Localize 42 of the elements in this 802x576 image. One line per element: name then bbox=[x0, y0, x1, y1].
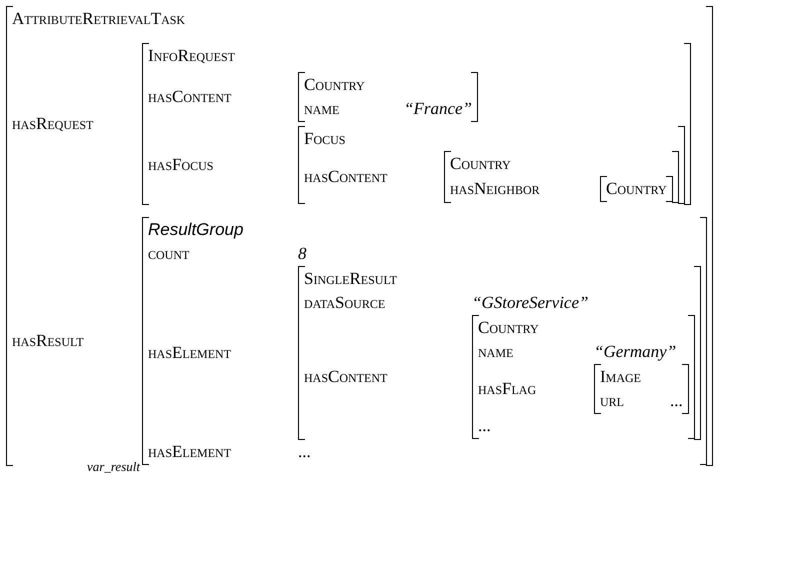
feature-name: count bbox=[148, 243, 190, 265]
feature-name: hasContent bbox=[148, 86, 232, 108]
feature-name: dataSource bbox=[304, 292, 386, 314]
feature-name: url bbox=[600, 390, 625, 412]
value-text: “Germany” bbox=[594, 341, 676, 363]
type-name: Focus bbox=[304, 128, 346, 150]
feature-name: name bbox=[478, 341, 514, 363]
type-name: SingleResult bbox=[304, 268, 398, 290]
feature-name: hasNeighbor bbox=[450, 178, 541, 200]
attribute-matrix bbox=[298, 126, 685, 204]
attribute-matrix bbox=[142, 43, 691, 205]
feature-name: hasElement bbox=[148, 441, 232, 463]
attribute-matrix bbox=[142, 217, 707, 465]
type-name: ResultGroup bbox=[148, 219, 244, 241]
type-name: Image bbox=[600, 366, 641, 388]
value-text: “France” bbox=[404, 98, 472, 120]
attribute-matrix bbox=[594, 364, 689, 414]
feature-name: hasResult bbox=[12, 330, 85, 352]
feature-name: name bbox=[304, 98, 340, 120]
attribute-matrix bbox=[298, 266, 701, 440]
variable-tag: var_result bbox=[87, 460, 140, 473]
type-name: Country bbox=[606, 178, 667, 200]
attribute-matrix bbox=[444, 151, 679, 203]
feature-name: hasElement bbox=[148, 342, 232, 364]
ellipsis: ... bbox=[298, 441, 311, 463]
attribute-matrix bbox=[472, 315, 695, 439]
type-name: Country bbox=[450, 153, 511, 175]
type-name: Country bbox=[304, 74, 365, 96]
feature-name: hasRequest bbox=[12, 113, 94, 135]
type-name: AttributeRetrievalTask bbox=[12, 8, 186, 30]
value-text: 8 bbox=[298, 243, 306, 265]
type-name: Country bbox=[478, 317, 539, 339]
feature-name: hasContent bbox=[304, 366, 388, 388]
feature-name: hasFocus bbox=[148, 154, 214, 176]
attribute-matrix bbox=[298, 72, 478, 122]
feature-name: hasContent bbox=[304, 166, 388, 188]
ellipsis: ... bbox=[670, 390, 683, 412]
feature-name: ... bbox=[478, 415, 491, 437]
feature-name: hasFlag bbox=[478, 378, 538, 400]
value-text: “GStoreService” bbox=[472, 292, 588, 314]
type-name: InfoRequest bbox=[148, 45, 236, 67]
attribute-matrix bbox=[600, 176, 673, 202]
